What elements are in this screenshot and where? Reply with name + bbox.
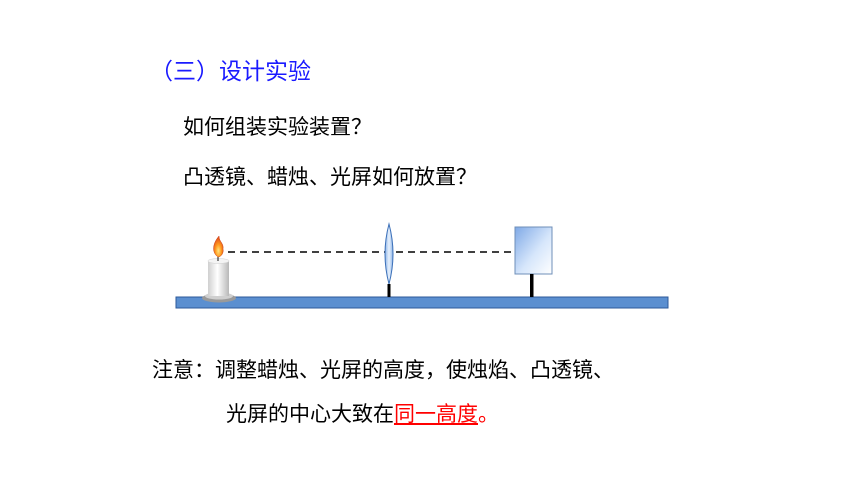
section-heading: （三）设计实验 [150,59,311,85]
question-assembly: 如何组装实验装置？ [183,115,372,139]
lens-icon [384,222,394,297]
note-line-2-suffix: 。 [478,402,499,426]
same-height-emphasis: 同一高度 [394,402,478,426]
optical-bench-icon [175,296,669,309]
note-line-1: 注意：调整蜡烛、光屏的高度，使烛焰、凸透镜、 [152,358,614,382]
note-line-2: 光屏的中心大致在同一高度。 [226,398,499,428]
screen-icon [514,226,553,297]
flame-icon [213,235,224,258]
question-placement: 凸透镜、蜡烛、光屏如何放置？ [183,165,477,189]
candle-icon [202,257,236,303]
note-line-2-prefix: 光屏的中心大致在 [226,402,394,426]
